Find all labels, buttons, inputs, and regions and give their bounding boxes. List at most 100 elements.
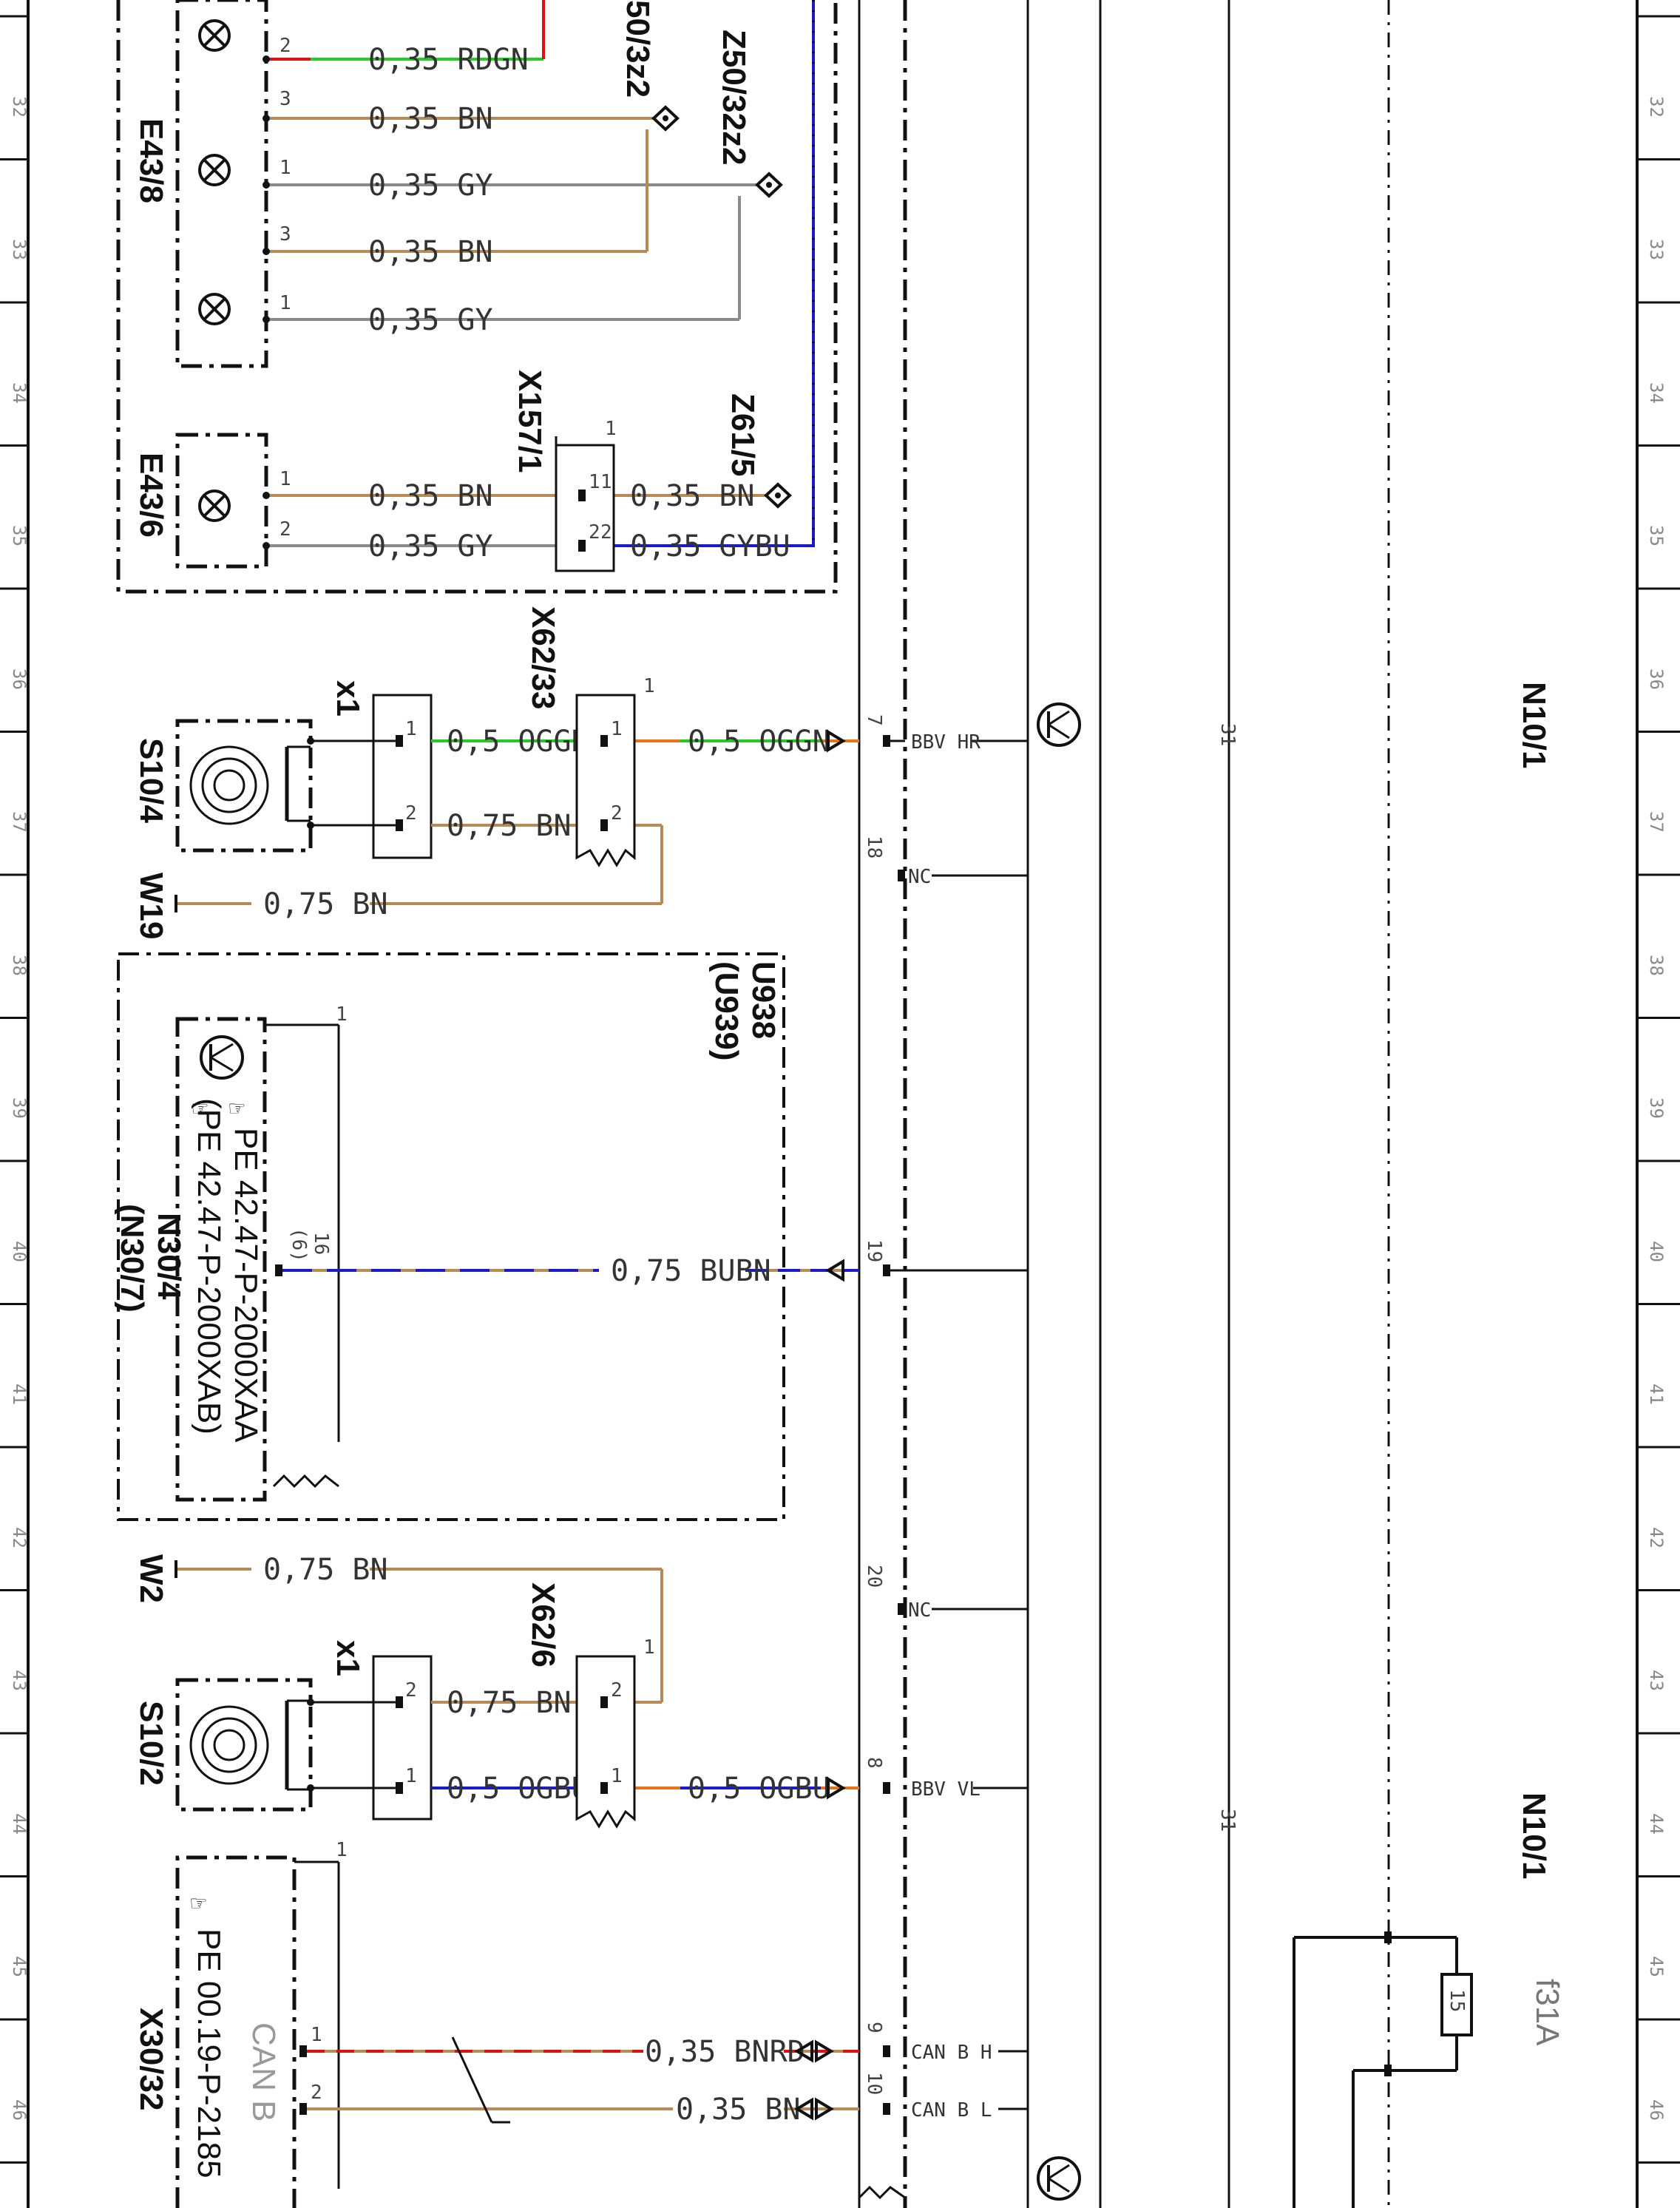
- label-n30-7: (N30/7): [114, 1204, 150, 1313]
- wire-label-oggn-1: 0,5 OGGN: [447, 725, 589, 759]
- pin-x157-1-1r: 1: [600, 471, 612, 493]
- label-u939: (U939): [708, 961, 745, 1061]
- switch-s10-2: [175, 1678, 313, 1812]
- row-number-right-40: 40: [1646, 1241, 1667, 1262]
- label-w19: W19: [133, 873, 169, 939]
- label-x1-b: x1: [330, 1640, 366, 1676]
- label-e43-6: E43/6: [133, 453, 169, 538]
- module-x30-32: ☞: [175, 1855, 340, 2208]
- wires-e43-6: [262, 492, 813, 549]
- row-number-right-32: 32: [1646, 96, 1667, 118]
- wire-label-gybu: 0,35 GYBU: [630, 529, 790, 563]
- signal-nc-2: NC: [908, 1599, 931, 1622]
- label-x1-a: x1: [330, 680, 366, 717]
- transistor-icon-1: [200, 1035, 244, 1080]
- pin-n10-18: 18: [863, 836, 885, 859]
- pin-x62-33-top: 1: [643, 675, 655, 697]
- pin-e43-8-3a: 3: [280, 88, 291, 110]
- label-z61-5: Z61/5: [725, 393, 761, 477]
- label-pe-42-47-xaa: PE 42.47-P-2000XAA: [228, 1128, 264, 1443]
- label-e43-8: E43/8: [133, 118, 169, 203]
- row-number-right-43: 43: [1646, 1670, 1667, 1691]
- row-number-left-43: 43: [9, 1670, 30, 1691]
- wires-s10-2: [307, 1699, 859, 1792]
- module-n30-4: ☞ ☞: [175, 1017, 340, 1502]
- pin-e43-8-3b: 3: [280, 223, 291, 245]
- pin-x30-top: 1: [336, 1839, 348, 1861]
- wire-label-bn075-d: 0,75 BN: [447, 1686, 572, 1720]
- pointer-hand-icon-1: ☞: [192, 1094, 208, 1123]
- label-x30-32: X30/32: [133, 2008, 169, 2110]
- row-number-right-46: 46: [1646, 2099, 1667, 2121]
- row-number-left-44: 44: [9, 1813, 30, 1835]
- connector-x62-33: [575, 694, 636, 867]
- label-gnd-31-b: 31: [1216, 1809, 1239, 1832]
- wire-label-ogbu-1: 0,5 OGBU: [447, 1772, 589, 1806]
- row-number-right-36: 36: [1646, 668, 1667, 690]
- pin-x157-1-1l: 1: [589, 471, 600, 493]
- pin-n10-19: 19: [863, 1239, 885, 1262]
- module-e43-8: E43/8: [116, 0, 838, 594]
- row-number-right-42: 42: [1646, 1527, 1667, 1548]
- label-f31a: f31A: [1529, 1979, 1565, 2046]
- pin-e43-6-2: 2: [280, 518, 291, 541]
- pin-e43-8-1b: 1: [280, 292, 291, 314]
- row-number-left-39: 39: [9, 1097, 30, 1119]
- pin-x1a-1: 1: [405, 718, 417, 740]
- pin-n30-6: (6): [288, 1227, 310, 1262]
- wire-label-gy-2: 0,35 GY: [368, 303, 493, 337]
- row-number-right-45: 45: [1646, 1956, 1667, 1977]
- wire-label-oggn-2: 0,5 OGGN: [688, 725, 830, 759]
- arrow-icon-can-h: [794, 2039, 834, 2063]
- row-number-left-45: 45: [9, 1956, 30, 1977]
- pin-e43-8-1a: 1: [280, 157, 291, 179]
- module-e43-6: E43/6: [133, 433, 268, 569]
- pin-n10-9: 9: [863, 2022, 885, 2033]
- row-number-right-34: 34: [1646, 382, 1667, 404]
- signal-bbv-hr: BBV HR: [911, 731, 980, 754]
- label-x62-33: X62/33: [525, 606, 561, 709]
- row-number-left-37: 37: [9, 811, 30, 833]
- row-number-left-40: 40: [9, 1241, 30, 1262]
- pin-e43-6-1: 1: [280, 468, 291, 490]
- row-number-left-32: 32: [9, 96, 30, 118]
- pin-e43-8-2: 2: [280, 35, 291, 57]
- signal-can-b-l: CAN B L: [911, 2099, 992, 2121]
- wire-label-bn-4: 0,35 BN: [630, 479, 755, 513]
- wire-label-bubn: 0,75 BUBN: [611, 1254, 771, 1288]
- pin-x30-2: 2: [311, 2082, 322, 2104]
- pin-x1b-2: 2: [405, 1679, 417, 1701]
- pin-x62-6-1: 1: [611, 1765, 623, 1787]
- n10-1-pins: [883, 735, 1028, 2115]
- label-gnd-31-a: 31: [1216, 723, 1239, 746]
- row-number-left-41: 41: [9, 1384, 30, 1405]
- pin-x62-6-2: 2: [611, 1679, 623, 1701]
- pin-x1b-1: 1: [405, 1765, 417, 1787]
- fuse-f31a: [1293, 1931, 1473, 2208]
- wire-label-gy-3: 0,35 GY: [368, 529, 493, 563]
- pin-x30-1: 1: [311, 2024, 322, 2046]
- label-x62-6: X62/6: [525, 1582, 561, 1667]
- wire-label-bn-1: 0,35 BN: [368, 102, 493, 136]
- pin-n10-10: 10: [863, 2072, 885, 2095]
- label-n30-4: N30/4: [151, 1213, 187, 1300]
- wire-label-bn075-b: 0,75 BN: [263, 887, 388, 921]
- wire-label-bn-3: 0,35 BN: [368, 479, 493, 513]
- pin-n10-8: 8: [863, 1757, 885, 1769]
- ruler-labels: 32 33 34 35 36 37 38 39 40 41 42 43 44 4…: [9, 96, 1667, 2121]
- row-number-left-46: 46: [9, 2099, 30, 2121]
- label-w2: W2: [133, 1554, 169, 1603]
- pin-x62-33-2: 2: [611, 802, 623, 824]
- wire-label-bn-2: 0,35 BN: [368, 235, 493, 269]
- label-s10-4: S10/4: [133, 738, 169, 824]
- module-u938: [117, 952, 785, 1521]
- row-number-right-38: 38: [1646, 955, 1667, 976]
- wire-label-bnrd: 0,35 BNRD: [645, 2035, 805, 2069]
- row-number-right-39: 39: [1646, 1097, 1667, 1119]
- pin-n30-top: 1: [336, 1003, 348, 1026]
- row-number-right-35: 35: [1646, 525, 1667, 546]
- pointer-hand-icon-3: ☞: [191, 1889, 206, 1918]
- vertical-bus-lines: [858, 0, 1390, 2208]
- arrow-icon-pin8: [827, 1776, 846, 1800]
